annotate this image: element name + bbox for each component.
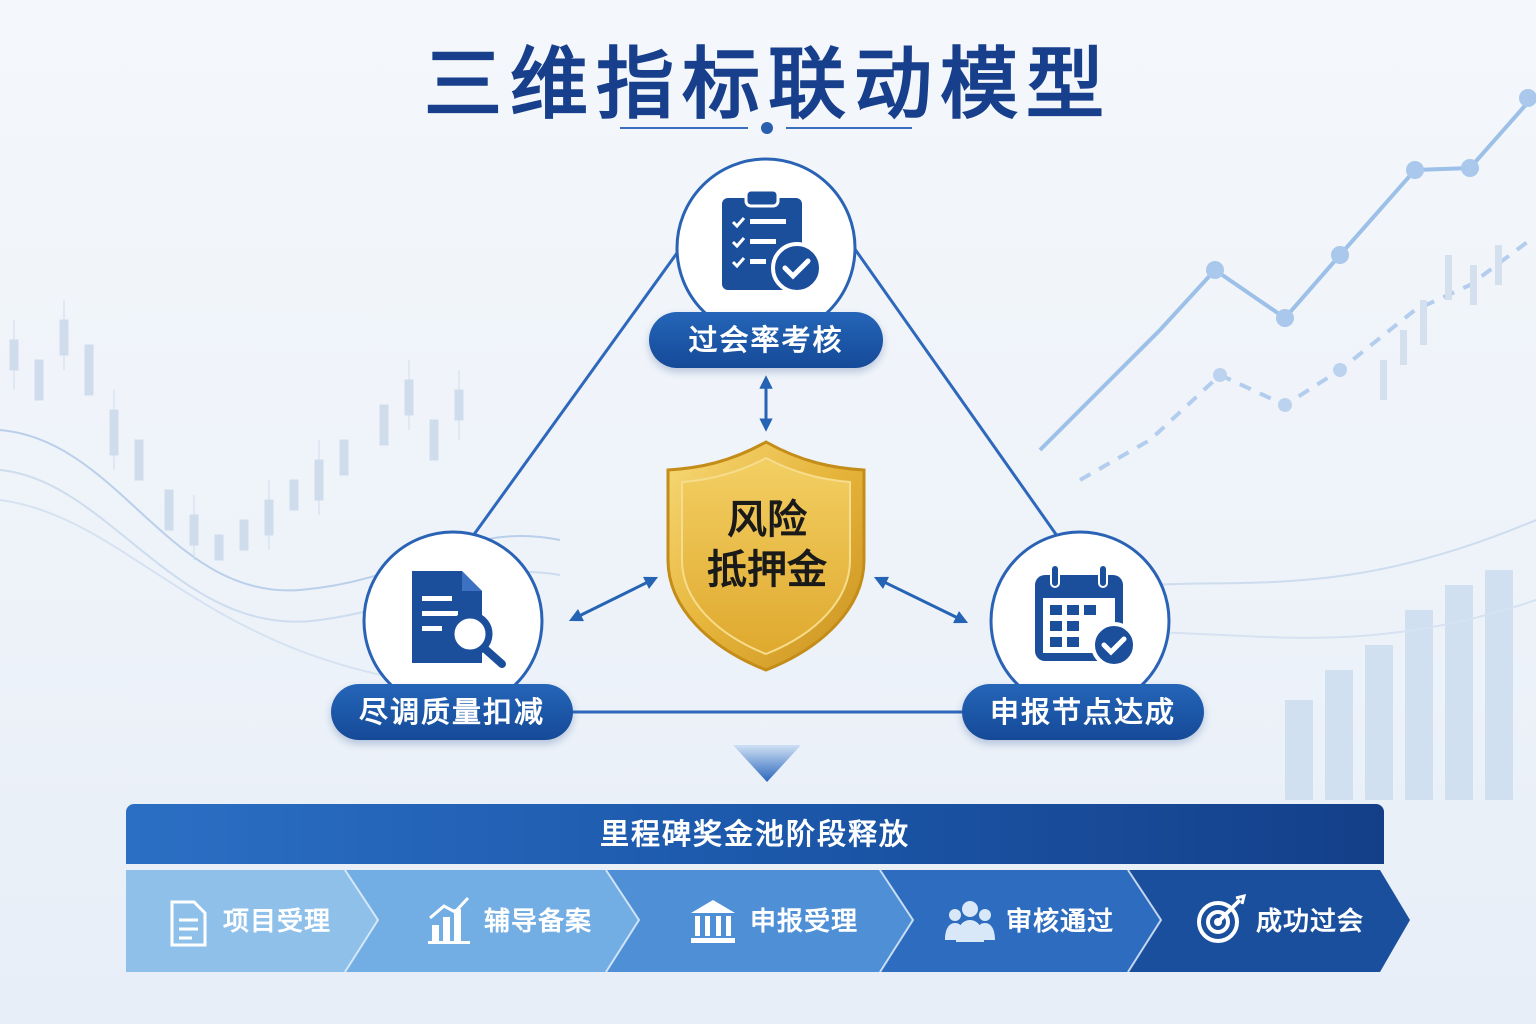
stage-chevron-5 <box>1128 870 1410 972</box>
node-right-label: 申报节点达成 <box>962 684 1204 740</box>
document-icon <box>170 900 207 947</box>
stage-chevron-4 <box>880 870 1161 972</box>
target-icon <box>1197 893 1247 943</box>
node-left-label: 尽调质量扣减 <box>331 684 573 740</box>
stage-chevron-3 <box>606 870 913 972</box>
right-trend-line <box>1038 89 1536 482</box>
stage-label-1: 项目受理 <box>223 907 332 937</box>
triangle-edge-right <box>843 234 1062 541</box>
title-divider <box>620 122 912 134</box>
milestone-banner: 里程碑奖金池阶段释放 <box>126 804 1384 864</box>
stage-label-4: 审核通过 <box>1006 907 1115 937</box>
calendar-check-icon <box>1035 564 1137 668</box>
stage-chevron-2 <box>345 870 639 972</box>
institution-icon <box>691 900 735 943</box>
stage-label-5: 成功过会 <box>1256 907 1365 937</box>
people-icon <box>945 901 995 942</box>
stage-label-2: 辅导备案 <box>484 907 593 937</box>
document-search-icon <box>412 571 506 668</box>
node-top-label: 过会率考核 <box>649 312 883 368</box>
triangle-edge-left <box>468 234 692 541</box>
clipboard-check-icon <box>722 188 823 294</box>
right-candlesticks <box>1380 245 1502 400</box>
bar-chart-icon <box>428 896 470 944</box>
shield-icon <box>666 440 866 672</box>
shield-label: 风险 抵押金 <box>668 495 866 595</box>
shield-label-line2: 抵押金 <box>707 547 827 593</box>
page-title: 三维指标联动模型 <box>423 40 1112 130</box>
shield-label-line1: 风险 <box>727 497 807 543</box>
arrow-left-center <box>568 576 659 622</box>
stage-label-3: 申报受理 <box>750 907 859 937</box>
left-candlesticks <box>9 300 464 561</box>
arrow-right-center <box>873 576 969 624</box>
down-arrow-icon <box>733 745 801 782</box>
